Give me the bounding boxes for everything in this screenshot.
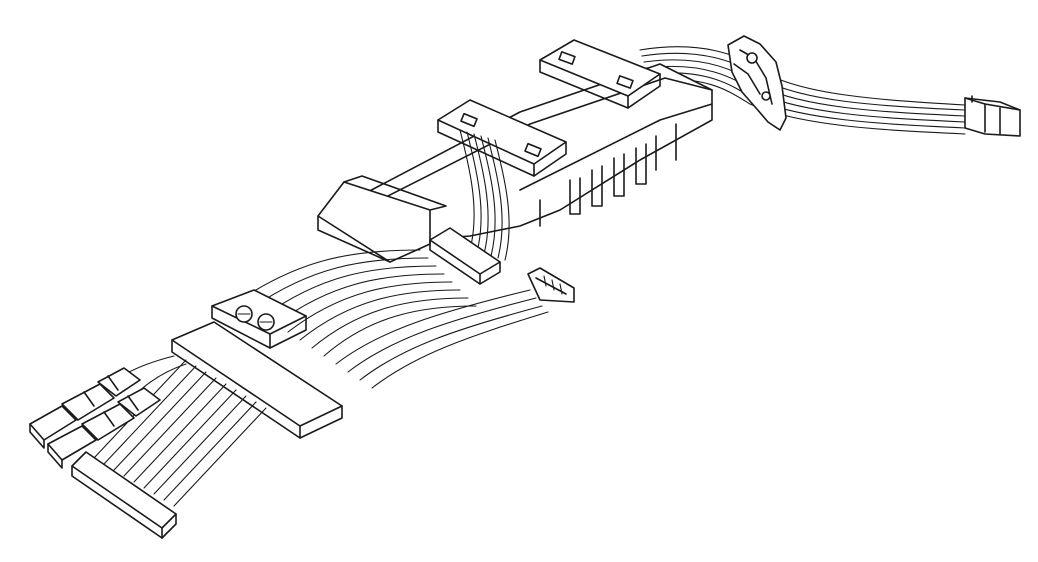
front-clamp xyxy=(211,289,307,349)
main-ribbon-bundle xyxy=(239,249,549,389)
bundle-clamp xyxy=(429,227,501,285)
left-plug-top xyxy=(29,367,141,449)
mid-wire-bundle xyxy=(459,129,510,261)
left-plug-bottom xyxy=(47,387,161,469)
left-ribbon-connector xyxy=(71,451,177,539)
front-housing-block xyxy=(317,175,447,263)
strain-relief-grommet xyxy=(727,35,787,131)
rear-clamp xyxy=(539,39,661,109)
right-end-connector xyxy=(964,95,1021,137)
small-side-connector xyxy=(527,267,575,303)
middle-clamp xyxy=(437,99,567,177)
front-ribbon-guide xyxy=(171,321,343,439)
